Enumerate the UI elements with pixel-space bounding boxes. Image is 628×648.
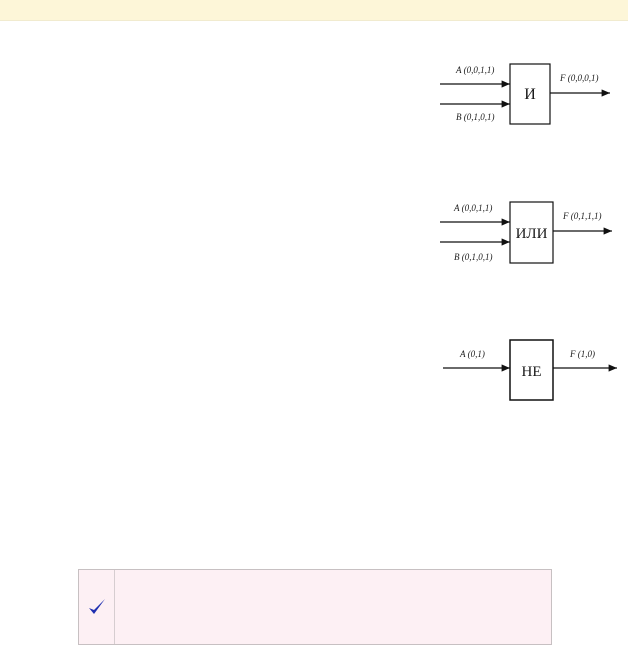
and-gate-diagram: A (0,0,1,1) B (0,1,0,1) И F (0,0,0,1) — [440, 63, 610, 125]
or-gate-input-b-label: B (0,1,0,1) — [454, 252, 493, 262]
or-gate-output-label: F (0,1,1,1) — [562, 211, 602, 221]
note-box — [78, 569, 552, 645]
not-gate-box — [509, 339, 554, 401]
not-gate-diagram: A (0,1) НЕ F (1,0) — [443, 339, 617, 401]
checkmark-icon — [88, 599, 105, 614]
and-gate-input-a-label: A (0,0,1,1) — [455, 65, 494, 75]
or-gate-name: ИЛИ — [516, 226, 548, 242]
or-gate-box — [509, 201, 554, 264]
not-gate-name: НЕ — [522, 364, 542, 380]
top-bar — [0, 0, 628, 21]
and-gate-name: И — [524, 86, 536, 103]
not-gate-output-label: F (1,0) — [569, 349, 595, 359]
and-gate-input-b-label: B (0,1,0,1) — [456, 112, 495, 122]
and-gate-output-label: F (0,0,0,1) — [559, 73, 599, 83]
not-gate-input-a-label: A (0,1) — [459, 349, 485, 359]
or-gate-input-a-label: A (0,0,1,1) — [453, 203, 492, 213]
and-gate-box — [509, 63, 551, 125]
or-gate-diagram: A (0,0,1,1) B (0,1,0,1) ИЛИ F (0,1,1,1) — [440, 201, 612, 264]
note-icon-cell — [79, 570, 115, 644]
